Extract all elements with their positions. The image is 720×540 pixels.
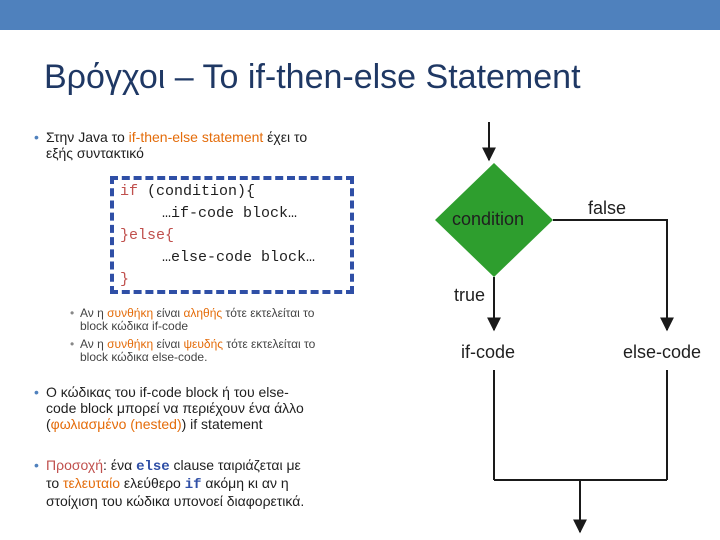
text-highlight: φωλιασμένο (nested) — [50, 416, 182, 432]
text: τότε εκτελείται το — [222, 306, 315, 320]
code-line-else: }else{ — [120, 227, 175, 244]
false-label: false — [588, 198, 627, 218]
text-highlight: τελευταίο — [63, 475, 121, 491]
condition-label: condition — [452, 209, 525, 229]
bullet-warning: • Προσοχή: ένα else clause ταιριάζεται μ… — [34, 457, 305, 509]
bullet-dot: • — [34, 384, 39, 400]
code-keyword: if — [120, 183, 139, 200]
else-code-label: else-code — [623, 342, 702, 362]
slide-title: Βρόγχοι – Το if-then-else Statement — [44, 58, 581, 96]
text: code block μπορεί να περιέχουν ένα άλλο — [46, 400, 304, 416]
code-block — [110, 176, 354, 294]
code-line-else-block: …else-code block… — [162, 249, 316, 266]
text-warning-label: Προσοχή — [46, 457, 104, 473]
code-line-close: } — [120, 271, 130, 288]
text: Ο κώδικας του if-code block ή του else- — [46, 384, 289, 400]
text: ( — [46, 416, 51, 432]
text-highlight: αληθής — [183, 306, 223, 320]
code-keyword: if — [184, 477, 202, 493]
code-line-if: if (condition){ — [120, 183, 255, 200]
text: είναι — [153, 337, 184, 351]
text-highlight: if-then-else statement — [128, 129, 264, 145]
bullet-dot: • — [70, 306, 75, 320]
text: έχει το — [263, 129, 308, 145]
text: στοίχιση του κώδικα υπονοεί διαφορετικά. — [46, 493, 305, 509]
text: : ένα — [103, 457, 137, 473]
sub-bullet-false: • Αν η συνθήκη είναι ψευδής τότε εκτελεί… — [70, 337, 316, 364]
code-text: (condition){ — [138, 183, 256, 200]
text-highlight: ψευδής — [183, 337, 224, 351]
top-accent-bar — [0, 0, 720, 30]
sub-bullet-true: • Αν η συνθήκη είναι αληθής τότε εκτελεί… — [70, 306, 315, 333]
bullet-dot: • — [34, 129, 39, 145]
code-keyword: else — [136, 459, 170, 475]
text: Αν η — [80, 337, 108, 351]
if-code-label: if-code — [461, 342, 516, 362]
text: ελεύθερο — [120, 475, 185, 491]
bullet-nested: • Ο κώδικας του if-code block ή του else… — [34, 384, 304, 432]
text: Αν η — [80, 306, 108, 320]
bullet-java-syntax: • Στην Java το if-then-else statement έχ… — [34, 129, 308, 161]
text: block κώδικα if-code — [80, 319, 189, 333]
text-highlight: συνθήκη — [107, 306, 154, 320]
text: εξής συντακτικό — [46, 145, 144, 161]
text-highlight: συνθήκη — [107, 337, 154, 351]
condition-diamond — [435, 163, 553, 277]
text: clause ταιριάζεται με — [169, 457, 301, 473]
true-label: true — [454, 285, 486, 305]
code-line-if-block: …if-code block… — [162, 205, 298, 222]
text: τότε εκτελείται το — [223, 337, 316, 351]
text: block κώδικα else-code. — [80, 350, 208, 364]
flow-false-arrow — [553, 219, 674, 332]
text: το — [46, 475, 64, 491]
text: ) if statement — [181, 416, 263, 432]
text: Στην Java το — [46, 129, 129, 145]
text: ακόμη κι αν η — [201, 475, 289, 491]
bullet-dot: • — [34, 457, 39, 473]
text: είναι — [153, 306, 184, 320]
bullet-dot: • — [70, 337, 75, 351]
